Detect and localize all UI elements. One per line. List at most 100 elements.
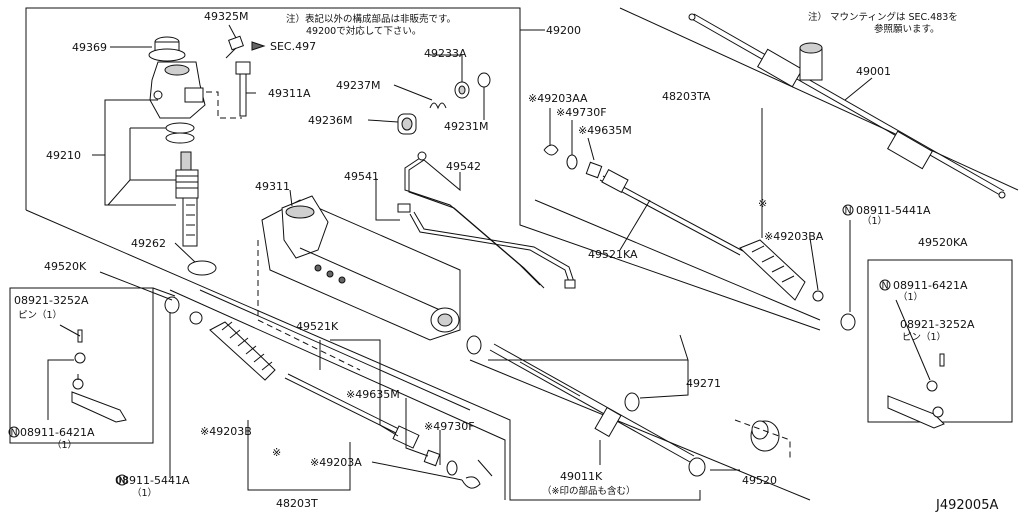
tie-rod-end-left-icon	[71, 374, 127, 423]
boot-49203BA-icon	[739, 239, 806, 301]
label-49203A: ※49203A	[310, 456, 362, 469]
label-pin-left: ピン（1）	[18, 309, 62, 321]
label-08921-3252A-right: 08921-3252A	[900, 318, 975, 331]
label-49541: 49541	[344, 170, 379, 183]
nut-6421A-left-icon	[74, 352, 86, 364]
pin-right-icon	[939, 353, 945, 367]
label-49311: 49311	[255, 180, 290, 193]
nut-49231M-icon	[477, 72, 491, 88]
label-08911-6421A-right: 08911-6421A	[893, 279, 968, 292]
label-49231M: 49231M	[444, 120, 488, 133]
label-qty-right-c: （1）	[862, 215, 887, 227]
label-49325M: 49325M	[204, 10, 248, 23]
svg-text:N: N	[882, 281, 889, 292]
note-mounting-line1: 注） マウンティングは SEC.483を	[808, 11, 958, 23]
label-49730F-right: ※49730F	[556, 106, 607, 119]
clip-49203A-icon	[461, 476, 481, 489]
label-08911-5441A-right: 08911-5441A	[856, 204, 931, 217]
label-49369: 49369	[72, 41, 107, 54]
note-main-line2: 49200で対応して下さい。	[306, 25, 421, 37]
n-marker-icon	[8, 426, 20, 438]
label-08921-3252A-left: 08921-3252A	[14, 294, 89, 307]
rack-49011K-icon	[489, 343, 695, 463]
nut-left-icon	[164, 296, 180, 314]
label-49233A: 49233A	[424, 47, 467, 60]
inner-rod-49521KA-icon	[599, 168, 744, 256]
part-49210-pinion-icon	[175, 151, 199, 247]
label-49200: 49200	[546, 24, 581, 37]
label-49520K: 49520K	[44, 260, 87, 273]
pipe-49541-icon	[397, 151, 545, 289]
clip-49203AA-icon	[543, 144, 559, 156]
star-right: ※	[758, 197, 767, 210]
gear-assy-49001-icon	[688, 13, 1006, 199]
label-49262: 49262	[131, 237, 166, 250]
label-49237M: 49237M	[336, 79, 380, 92]
o-ring-49262-icon	[187, 260, 217, 276]
label-49311A: 49311A	[268, 87, 311, 100]
label-qty-left-a: （1）	[52, 439, 77, 451]
svg-text:N: N	[119, 476, 126, 487]
tie-rod-end-right-icon	[887, 395, 945, 429]
svg-text:N: N	[845, 206, 852, 217]
label-49011K: 49011K	[560, 470, 603, 483]
washer-49730F-left-icon	[446, 460, 458, 476]
inner-rod-49521K-icon	[284, 373, 420, 449]
label-49521KA: 49521KA	[588, 248, 638, 261]
label-49236M: 49236M	[308, 114, 352, 127]
note-main-line1: 注）表記以外の構成部品は非販売です。	[286, 13, 456, 25]
boot-49203B-icon	[209, 321, 276, 381]
bolt-49325M-icon	[225, 35, 244, 59]
label-49210: 49210	[46, 149, 81, 162]
gear-housing-49311-icon	[261, 195, 461, 341]
arrow-sec497-icon	[251, 41, 266, 51]
label-49203AA: ※49203AA	[528, 92, 588, 105]
label-48203TA: 48203TA	[662, 90, 711, 103]
spring-49237M-icon	[429, 102, 447, 110]
washer-49635M-left-icon	[423, 449, 441, 467]
bolt-49311A-icon	[235, 61, 251, 117]
label-49203BA: ※49203BA	[764, 230, 824, 243]
washer-49730F-right-icon	[566, 154, 578, 170]
n-marker-icon	[116, 474, 128, 486]
label-08911-6421A-left: 08911-6421A	[20, 426, 95, 439]
star-left: ※	[272, 446, 281, 459]
svg-text:N: N	[11, 428, 18, 439]
label-48203T: 48203T	[276, 497, 318, 510]
illustration	[71, 13, 1006, 489]
bush-49520-icon	[750, 420, 780, 452]
part-49369-icon	[148, 36, 186, 62]
label-49635M-left: ※49635M	[346, 388, 400, 401]
leader-lines	[47, 24, 931, 491]
label-49542: 49542	[446, 160, 481, 173]
nut-5441A-right-icon	[840, 313, 856, 331]
part-49210-housing-icon	[149, 61, 206, 119]
label-49203B: ※49203B	[200, 425, 252, 438]
label-49271: 49271	[686, 377, 721, 390]
label-49521K: 49521K	[296, 320, 339, 333]
label-pin-right: ピン（1）	[902, 331, 946, 343]
drawing-code: J492005A	[935, 498, 998, 512]
label-49520: 49520	[742, 474, 777, 487]
label-kit-note: （※印の部品も含む）	[542, 485, 635, 497]
n-marker-icon	[879, 279, 891, 291]
seal-49271-end-icon	[688, 457, 706, 477]
label-49001: 49001	[856, 65, 891, 78]
label-qty-right-d: （1）	[898, 291, 923, 303]
label-08911-5441A-left: 08911-5441A	[115, 474, 190, 487]
frame-lines	[9, 7, 1019, 501]
seal-49271-right-icon	[624, 392, 640, 412]
label-49520KA: 49520KA	[918, 236, 968, 249]
seal-49271-left-icon	[466, 335, 482, 355]
pipe-49542-icon	[409, 211, 576, 289]
label-49635M-right: ※49635M	[578, 124, 632, 137]
nut-6421A-right-icon	[926, 380, 938, 392]
bush-49236M-icon	[397, 113, 417, 135]
note-mounting-line2: 参照願います。	[874, 23, 940, 35]
n-markers: N N N N	[8, 204, 891, 487]
label-49730F-left: ※49730F	[424, 420, 475, 433]
n-marker-icon	[842, 204, 854, 216]
clamp-right-icon	[812, 290, 824, 302]
